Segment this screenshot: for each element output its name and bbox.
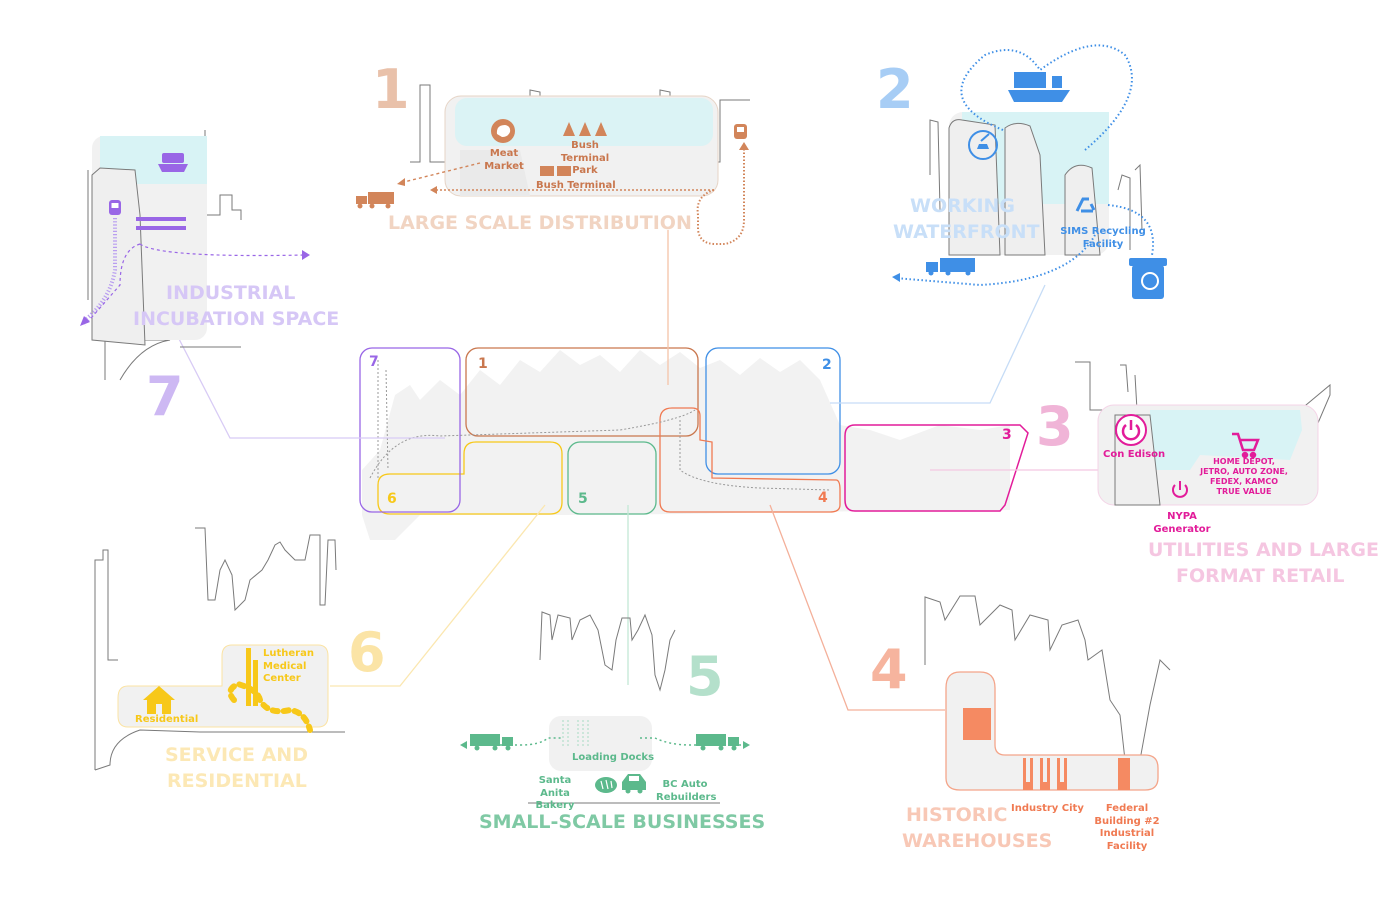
power-icon-nypa — [1172, 481, 1188, 498]
house-icon — [143, 686, 175, 714]
zone-4-title-line-1: HISTORIC — [906, 804, 1008, 826]
central-map — [359, 347, 1029, 540]
power-icon — [1115, 414, 1147, 446]
zone-6-title-line-1: SERVICE AND — [165, 744, 308, 766]
zone-6-lutheran-label: Lutheran Medical Center — [263, 648, 314, 684]
zone-3-outline — [844, 424, 1029, 512]
map-zone-3-number: 3 — [1002, 427, 1012, 443]
zone-4-outline — [659, 407, 841, 513]
truck-icon — [356, 192, 394, 209]
shopping-cart-icon — [1232, 432, 1260, 459]
zone-5-site — [549, 716, 652, 771]
crane-car-icon — [968, 130, 998, 160]
car-icon — [622, 774, 646, 794]
zone-5-vignette — [460, 611, 750, 804]
zone-4-industry-city-label: Industry City — [1011, 803, 1084, 814]
map-zone-2-number: 2 — [822, 357, 832, 373]
warehouse-icon — [540, 166, 571, 176]
zone-5-number: 5 — [686, 645, 724, 708]
zone-5-loading-docks-label: Loading Docks — [572, 752, 655, 763]
zone-2-vignette — [892, 44, 1167, 299]
zone-4-vignette — [924, 595, 1171, 791]
zone-1-vignette — [356, 84, 750, 245]
zone-7-title-line-2: INCUBATION SPACE — [133, 308, 340, 330]
truck-icon-zone2 — [926, 258, 975, 276]
train-icon-zone7 — [109, 200, 121, 215]
recycling-icon — [1075, 197, 1096, 213]
zone-3-vignette — [1075, 361, 1331, 506]
train-icon — [734, 124, 747, 139]
zone-7-vignette — [80, 130, 310, 381]
zone-6-residential-label: Residential — [135, 714, 199, 725]
zone-2-title-line-1: WORKING — [910, 195, 1016, 217]
recycling-bin-icon — [1129, 258, 1167, 299]
zone-3-title-line-1: UTILITIES AND LARGE — [1148, 539, 1379, 561]
zone-4-title-line-2: WAREHOUSES — [902, 830, 1053, 852]
zone-4-site — [945, 671, 1159, 791]
zone-2-sims-label: SIMS Recycling Facility — [1060, 226, 1146, 250]
zone-1-outline — [465, 347, 699, 437]
zone-6-title-line-2: RESIDENTIAL — [167, 770, 307, 792]
zone-5-outline — [567, 441, 657, 515]
zone-3-con-edison-label: Con Edison — [1103, 449, 1166, 460]
zone-7-outline — [359, 347, 461, 513]
zone-2-number: 2 — [876, 58, 914, 121]
truck-icon-zone5-right — [696, 734, 739, 751]
zone-3-number: 3 — [1036, 395, 1074, 458]
central-skyline — [362, 350, 1010, 540]
zone-3-nypa-label: NYPA Generator — [1153, 511, 1211, 535]
zone-5-auto-label: BC Auto Rebuilders — [656, 779, 717, 803]
zone-4-federal-building-label: Federal Building #2 Industrial Facility — [1094, 803, 1160, 852]
map-zone-1-number: 1 — [478, 356, 488, 372]
zone-6-vignette — [94, 527, 345, 771]
trees-icon — [563, 122, 607, 136]
zone-3-retail-label: HOME DEPOT, JETRO, AUTO ZONE, FEDEX, KAM… — [1200, 457, 1288, 496]
bread-icon — [595, 777, 617, 793]
zone-3-title-line-2: FORMAT RETAIL — [1176, 565, 1345, 587]
zone-1-bush-terminal-park-label: Bush Terminal Park — [560, 140, 610, 176]
zone-1-number: 1 — [372, 58, 410, 121]
cargo-ship-icon — [1008, 72, 1070, 102]
zone-4-number: 4 — [870, 638, 908, 701]
zone-2-title-line-2: WATERFRONT — [893, 221, 1040, 243]
zone-6-number: 6 — [348, 621, 386, 684]
zone-5-title: SMALL-SCALE BUSINESSES — [479, 811, 766, 833]
meat-market-icon — [491, 119, 515, 143]
zone-5-bakery-label: Santa Anita Bakery — [535, 775, 575, 811]
map-zone-4-number: 4 — [818, 490, 828, 506]
zone-7-number: 7 — [146, 365, 184, 428]
zone-2-outline — [705, 347, 841, 475]
map-zone-7-number: 7 — [369, 354, 379, 370]
zone-1-bush-terminal-label: Bush Terminal — [536, 180, 616, 191]
zone-6-outline — [377, 441, 563, 515]
ferry-icon — [158, 153, 188, 172]
map-zone-6-number: 6 — [387, 491, 397, 507]
zone-1-meat-market-label: Meat Market — [484, 148, 524, 172]
truck-icon-zone5-left — [470, 734, 513, 751]
zone-7-title-line-1: INDUSTRIAL — [166, 282, 296, 304]
map-zone-5-number: 5 — [578, 491, 588, 507]
hospital-icon — [246, 648, 258, 706]
connector-lines — [177, 230, 1098, 711]
zone-1-title: LARGE SCALE DISTRIBUTION — [388, 212, 692, 234]
